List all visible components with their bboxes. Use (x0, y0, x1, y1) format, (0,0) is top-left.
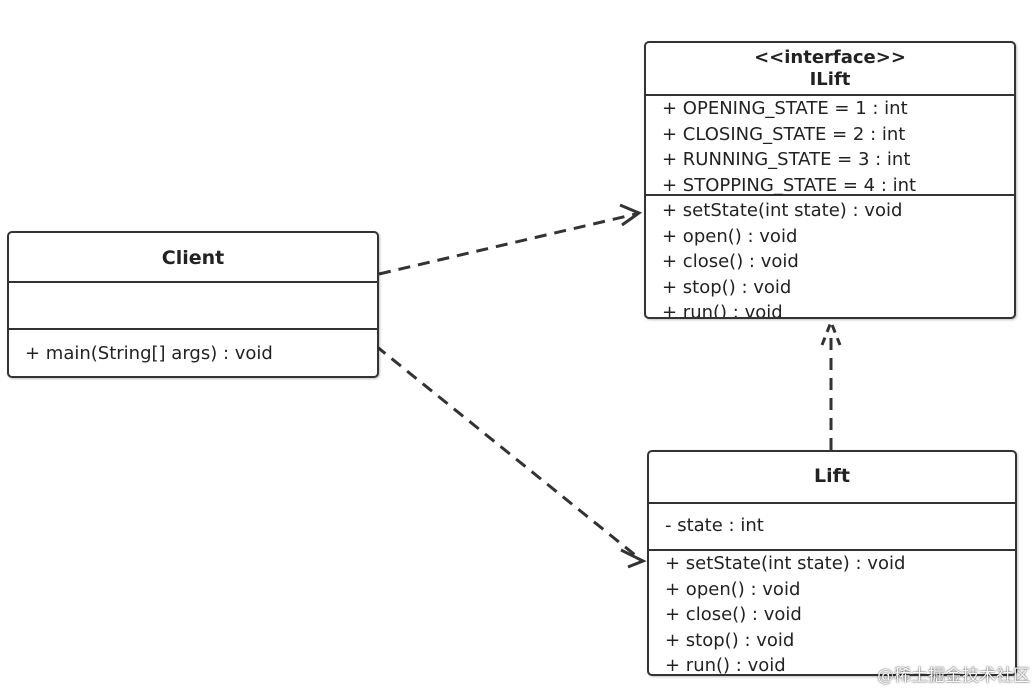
ilift-interface-box[interactable]: <<interface>> ILift + OPENING_STATE = 1 … (644, 41, 1016, 319)
client-attributes-section (9, 283, 377, 330)
ilift-stereotype: <<interface>> (754, 47, 906, 68)
ilift-attribute: + STOPPING_STATE = 4 : int (662, 174, 917, 196)
client-to-lift-arrowhead (620, 548, 647, 569)
ilift-interface-name: ILift (809, 69, 851, 90)
ilift-operation: + run() : void (662, 302, 783, 319)
lift-class-header: Lift (649, 452, 1015, 504)
lift-operation: + stop() : void (665, 629, 795, 651)
ilift-attribute: + RUNNING_STATE = 3 : int (662, 149, 911, 171)
client-to-lift-dependency-line (375, 344, 641, 561)
lift-operation: + setState(int state) : void (665, 553, 906, 574)
lift-operation: + run() : void (665, 655, 786, 676)
ilift-operation: + open() : void (662, 225, 798, 247)
lift-attributes-section: - state : int (649, 504, 1015, 551)
client-to-ilift-arrowhead (619, 203, 643, 227)
lift-operations-section: + setState(int state) : void + open() : … (649, 551, 1015, 676)
site-watermark: @稀土掘金技术社区 (877, 666, 1030, 686)
client-operations-section: + main(String[] args) : void (9, 330, 377, 367)
ilift-operations-section: + setState(int state) : void + open() : … (646, 196, 1014, 319)
lift-attribute: - state : int (665, 515, 764, 536)
client-operation: + main(String[] args) : void (25, 343, 273, 364)
client-class-name: Client (161, 247, 225, 269)
lift-class-box[interactable]: Lift - state : int + setState(int state)… (647, 450, 1017, 676)
ilift-interface-header: <<interface>> ILift (646, 43, 1014, 96)
client-class-box[interactable]: Client + main(String[] args) : void (7, 231, 379, 378)
ilift-operation: + setState(int state) : void (662, 200, 903, 221)
ilift-attributes-section: + OPENING_STATE = 1 : int + CLOSING_STAT… (646, 96, 1014, 196)
lift-operation: + open() : void (665, 578, 801, 600)
lift-operation: + close() : void (665, 604, 802, 626)
ilift-attribute: + OPENING_STATE = 1 : int (662, 98, 908, 119)
lift-class-name: Lift (814, 465, 850, 487)
client-to-ilift-dependency-line (378, 212, 637, 276)
ilift-attribute: + CLOSING_STATE = 2 : int (662, 123, 906, 145)
ilift-operation: + close() : void (662, 251, 799, 273)
client-class-header: Client (9, 233, 377, 283)
ilift-operation: + stop() : void (662, 276, 792, 298)
